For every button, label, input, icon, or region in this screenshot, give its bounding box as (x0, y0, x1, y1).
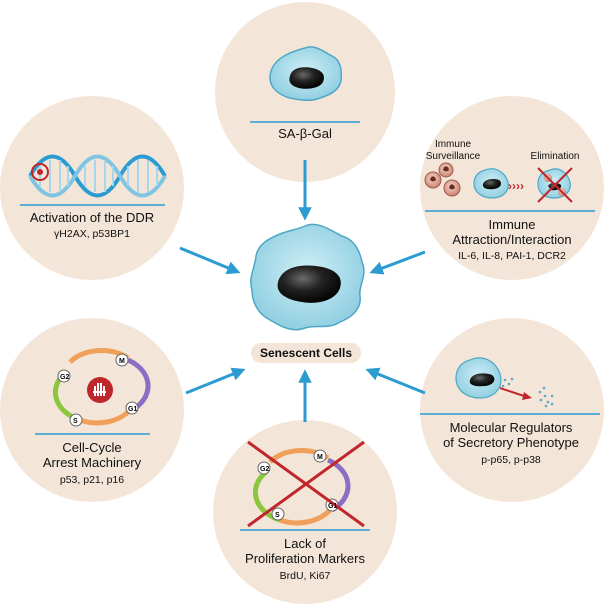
cellcycle-title-line2: Arrest Machinery (42, 455, 142, 470)
prolif-g2-label: G2 (260, 466, 269, 473)
sagal-title: SA-β-Gal (278, 126, 332, 141)
immune-surveillance-line2: Surveillance (425, 151, 481, 162)
arrow-ddr (179, 246, 241, 275)
eliminated-cell-icon (537, 167, 573, 203)
arrow-secretory (365, 367, 426, 395)
prolif-title-line1: Lack of (284, 536, 326, 551)
ddr-markers: γH2AX, p53BP1 (54, 228, 130, 240)
secretory-title-line1: Molecular Regulators (449, 420, 573, 435)
chevrons-icon: ›››› (508, 179, 524, 193)
cellcycle-markers: p53, p21, p16 (59, 474, 125, 486)
sagal-nucleus (289, 67, 324, 89)
immune-title-line2: Attraction/Interaction (452, 232, 572, 247)
center-label: Senescent Cells (259, 346, 353, 360)
prolif-g1-label: G1 (328, 503, 337, 510)
ddr-circle (0, 96, 184, 280)
cellcycle-s-label: S (73, 418, 78, 425)
arrow-cellcycle (185, 367, 246, 395)
immune-small-nucleus (482, 179, 502, 190)
immune-circle (420, 96, 604, 280)
proliferation-cycle-icon (247, 440, 365, 528)
cellcycle-m-label: M (119, 358, 125, 365)
cellcycle-g1-label: G1 (128, 406, 137, 413)
arrow-immune (369, 250, 426, 275)
prolif-s-label: S (275, 512, 280, 519)
prolif-m-label: M (317, 454, 323, 461)
elimination-label: Elimination (530, 151, 580, 162)
cellcycle-g2-label: G2 (60, 374, 69, 381)
center-nucleus (277, 265, 341, 303)
dna-helix-icon (28, 154, 167, 198)
cell-cycle-arrest-icon (52, 347, 151, 427)
secretory-cell-icon (455, 357, 554, 408)
immune-markers: IL-6, IL-8, PAI-1, DCR2 (458, 250, 566, 262)
secretory-markers: p-p65, p-p38 (481, 454, 541, 466)
center-label-box (249, 341, 363, 365)
immune-cells-icon (424, 162, 461, 197)
ddr-title: Activation of the DDR (29, 210, 155, 225)
prolif-markers: BrdU, Ki67 (279, 570, 331, 582)
immune-surveillance-line1: Immune (434, 139, 472, 150)
secretory-title-line2: of Secretory Phenotype (443, 435, 579, 450)
cellcycle-title-line1: Cell-Cycle (62, 440, 122, 455)
secretory-circle (420, 318, 604, 502)
immune-title-line1: Immune (488, 217, 536, 232)
prolif-title-line2: Proliferation Markers (245, 551, 365, 566)
